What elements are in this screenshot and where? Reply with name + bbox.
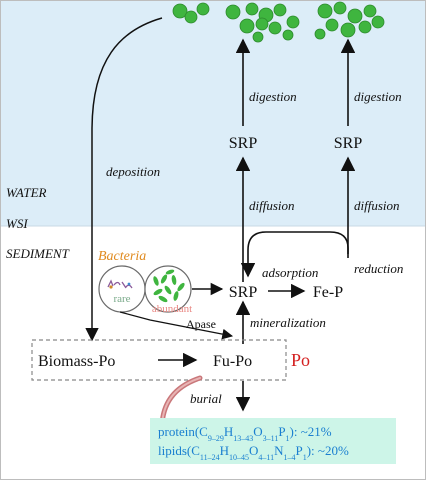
algae-cells <box>172 1 385 43</box>
mineralization-label: mineralization <box>250 315 326 330</box>
po-label: Po <box>291 350 310 370</box>
algae-cell <box>340 22 356 38</box>
algae-cell <box>371 15 385 29</box>
algae-cell <box>358 20 372 34</box>
fep-label: Fe-P <box>313 284 343 301</box>
srp-water-left: SRP <box>229 135 258 152</box>
algae-cell <box>268 21 282 35</box>
apase-label: Apase <box>186 317 216 331</box>
bacteria-abundant-circle: abundant <box>144 265 192 315</box>
zone-label-water: WATER <box>6 185 47 200</box>
algae-cell <box>333 1 347 15</box>
algae-cell <box>317 3 333 19</box>
algae-cell <box>255 17 269 31</box>
lipids-formula: lipids(C11–24H10–45O4–11N1–4P1): ~20% <box>158 443 349 462</box>
reduction-loop-arrow <box>240 231 349 278</box>
algae-cell <box>347 8 363 24</box>
algae-cell <box>172 3 188 19</box>
deposition-arrow <box>85 17 163 342</box>
abundant-label: abundant <box>152 303 192 315</box>
algae-cell <box>184 10 198 24</box>
reduction-label: reduction <box>354 261 403 276</box>
zone-label-sediment: SEDIMENT <box>6 246 70 261</box>
algae-cell <box>325 18 339 32</box>
digestion-label-right: digestion <box>354 89 402 104</box>
algae-cell <box>282 29 294 41</box>
algae-cell <box>314 28 326 40</box>
burial-label: burial <box>190 391 222 406</box>
zone-label-wsi: WSI <box>6 216 28 231</box>
diffusion-label-right: diffusion <box>354 198 400 213</box>
algae-cell <box>245 2 259 16</box>
adsorption-label: adsorption <box>262 265 318 280</box>
algae-cell <box>225 4 241 20</box>
biomass-po-label: Biomass-Po <box>38 353 115 370</box>
algae-cell <box>239 18 255 34</box>
bacteria-rare-circle: rare <box>98 265 146 313</box>
bacteria-label: Bacteria <box>98 249 146 264</box>
algae-cell <box>273 3 287 17</box>
algae-cell <box>363 4 377 18</box>
algae-cell <box>252 31 264 43</box>
algae-cell <box>196 2 210 16</box>
po-dashed-box <box>31 339 287 381</box>
srp-water-right: SRP <box>334 135 363 152</box>
apase-arrow <box>119 311 234 340</box>
diffusion-label-left: diffusion <box>249 198 295 213</box>
water-zone <box>0 0 426 226</box>
algae-cell <box>286 15 300 29</box>
protein-formula: protein(C9–29H13–43O3–11P1): ~21% <box>158 424 332 443</box>
fu-po-label: Fu-Po <box>213 353 252 370</box>
rare-label: rare <box>113 293 130 305</box>
digestion-label-left: digestion <box>249 89 297 104</box>
composition-box <box>150 418 396 464</box>
srp-sediment: SRP <box>229 284 258 301</box>
deposition-label: deposition <box>106 164 160 179</box>
